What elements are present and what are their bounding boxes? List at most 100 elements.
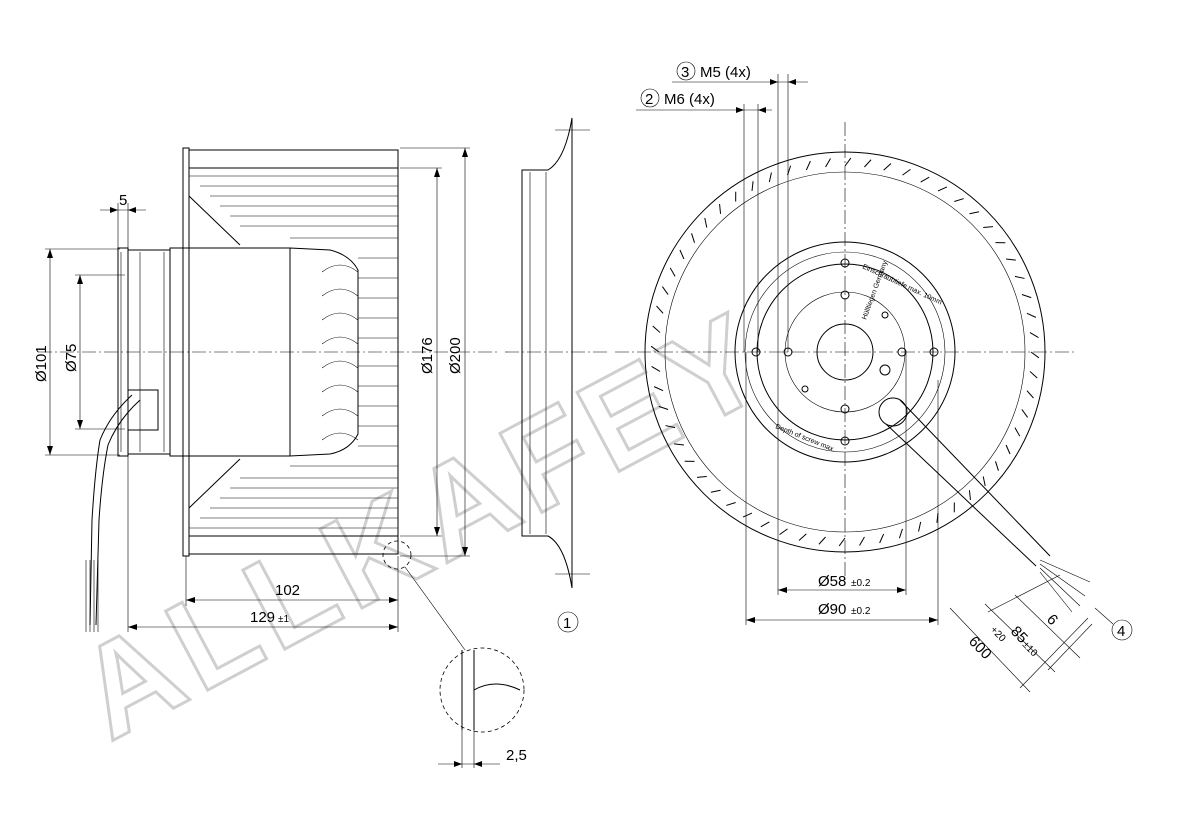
dim-d101: Ø101	[33, 248, 120, 456]
cable-gland	[127, 389, 159, 431]
blade-slot	[650, 345, 660, 353]
callout-m5: 3 M5 (4x)	[672, 61, 808, 352]
blade-slot	[844, 157, 852, 167]
blade-slot	[920, 176, 930, 183]
shroud-top	[189, 149, 399, 169]
blade-slot	[760, 521, 770, 528]
blade-slot	[902, 168, 911, 176]
blade-slot	[818, 536, 826, 545]
label-129: 129	[250, 609, 275, 626]
callout-3: 3	[681, 64, 689, 81]
blade-slot	[665, 425, 676, 429]
blade-slot	[825, 158, 831, 168]
cable-exit	[878, 397, 1091, 613]
label-5: 5	[119, 192, 127, 209]
blade-slot	[1026, 312, 1037, 318]
detail-view: 2,5	[438, 647, 527, 768]
label-102: 102	[275, 582, 300, 599]
dim-129: 129 ±1	[127, 456, 398, 632]
blade-slot	[669, 267, 676, 277]
label-129-tol: ±1	[278, 614, 289, 625]
label-d75: Ø75	[63, 344, 80, 372]
label-m5: M5 (4x)	[700, 64, 751, 81]
blade-slot	[982, 476, 986, 487]
label-2-5: 2,5	[506, 747, 527, 764]
blade-slot	[1021, 294, 1032, 299]
label-d58: Ø58	[818, 573, 846, 590]
callout-1: 1	[563, 615, 571, 632]
callout-2: 2	[645, 91, 653, 108]
blade-slot	[1029, 371, 1038, 379]
blade-slot	[898, 528, 903, 539]
blade-slot	[1014, 427, 1021, 437]
callout-4: 4	[1094, 607, 1133, 641]
cable	[89, 394, 133, 626]
blade-slot	[691, 233, 695, 243]
blade-slot	[696, 475, 707, 478]
blade-slot	[1006, 258, 1016, 261]
blade-slot	[719, 203, 722, 214]
blade-slot	[742, 512, 753, 518]
dim-d58: Ø58 ±0.2	[777, 352, 907, 595]
blade-slot	[651, 366, 661, 372]
blade-slot	[954, 198, 964, 202]
blade-slot	[1029, 332, 1039, 338]
blade-slot	[779, 528, 788, 536]
label-d58-tol: ±0.2	[851, 578, 871, 589]
blade-slot	[653, 386, 664, 392]
blade-slot	[658, 405, 669, 410]
rotor-bell	[289, 247, 359, 457]
inlet-ring	[521, 117, 573, 589]
motor-labels: Einschraubtiefe max. 10mm Hülltiegen Ger…	[774, 260, 943, 454]
blade-slot	[805, 160, 811, 171]
blade-slot	[679, 249, 685, 260]
side-view: Ø101 Ø75 5 Ø176	[33, 147, 500, 651]
blade-slot	[704, 217, 708, 228]
blade-slot	[751, 181, 754, 191]
blade-slot	[661, 286, 669, 295]
blade-slot	[710, 489, 721, 493]
blade-slot	[674, 443, 684, 446]
blade-slot	[937, 186, 948, 192]
blade-slot	[726, 502, 736, 506]
blade-slot	[1030, 351, 1040, 359]
blades-top	[189, 175, 398, 339]
blade-slot	[995, 461, 999, 471]
inlet-ring-profile: 1	[505, 117, 610, 633]
label-d200: Ø200	[447, 337, 464, 374]
label-m6: M6 (4x)	[664, 91, 715, 108]
blade-slot	[656, 305, 664, 314]
blade-slot	[969, 211, 980, 215]
blade-slot	[968, 490, 971, 501]
blade-slot	[798, 533, 807, 541]
blade-slot	[1014, 275, 1025, 279]
blade-slot	[883, 163, 892, 171]
label-600-tol: +20	[988, 624, 1008, 644]
label-6: 6	[1043, 611, 1061, 629]
dim-5: 5	[100, 192, 146, 248]
label-d90: Ø90	[818, 601, 846, 618]
blade-slot	[838, 537, 846, 547]
blade-slot	[768, 172, 772, 183]
label-d101: Ø101	[33, 345, 50, 382]
dim-d200: Ø200	[400, 147, 470, 557]
dim-cable-lengths: 600 +20 85 ±10 6	[949, 574, 1093, 693]
callout-m6: 2 M6 (4x)	[636, 88, 772, 352]
blade-slot	[879, 533, 885, 544]
dim-102: 102	[185, 556, 399, 632]
blade-slot	[983, 226, 994, 229]
label-600: 600	[965, 633, 995, 663]
detail-marker	[382, 540, 412, 570]
label-d176: Ø176	[419, 337, 436, 374]
blade-slot	[1021, 409, 1029, 418]
callout-1-circle	[557, 611, 579, 633]
blade-slot	[859, 536, 865, 546]
blade-slot	[652, 325, 661, 333]
blade-slot	[918, 521, 922, 532]
blade-slot	[864, 159, 872, 168]
dim-d75: Ø75	[63, 274, 125, 430]
blade-slot	[1026, 390, 1034, 399]
dim-d176: Ø176	[400, 167, 442, 537]
inlet-circle	[734, 241, 956, 463]
